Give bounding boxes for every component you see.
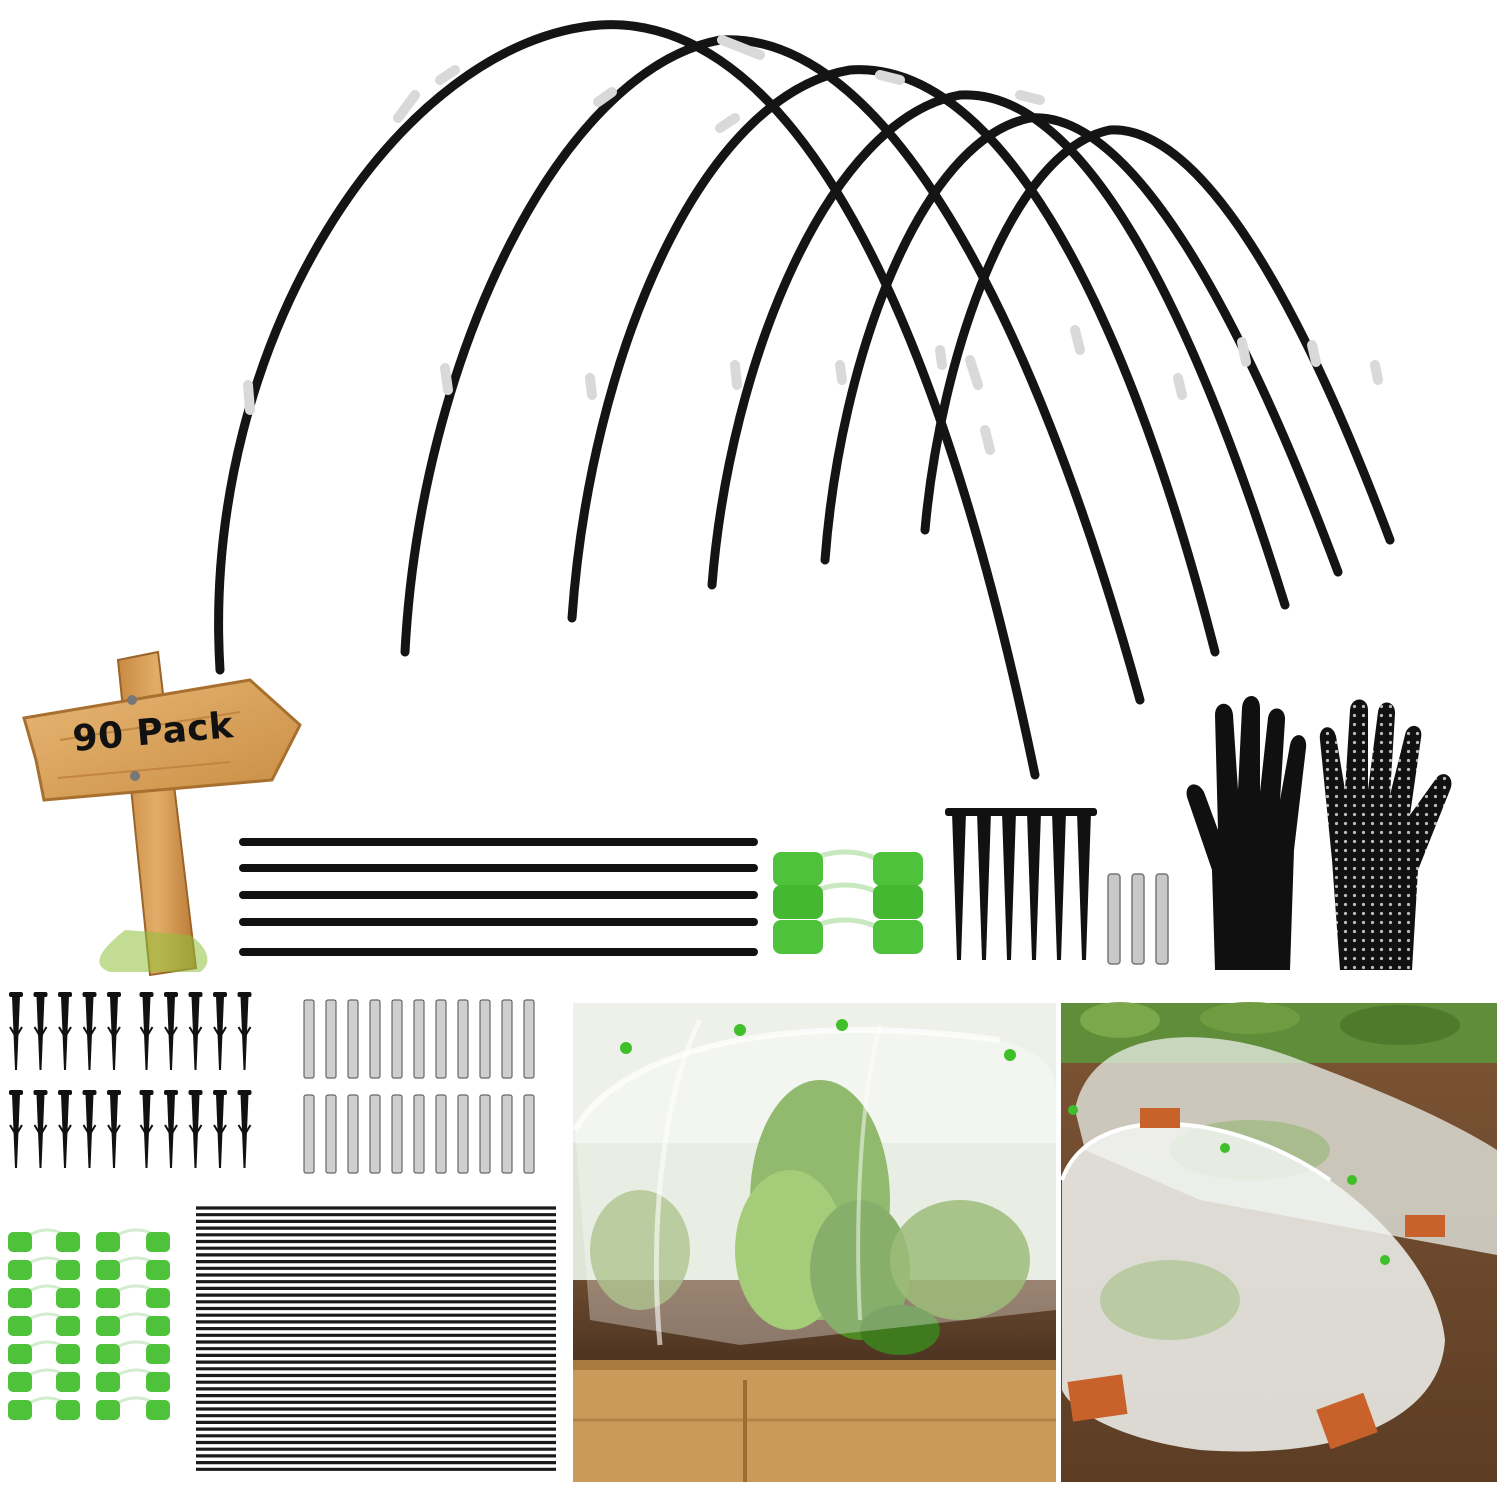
connector-tube <box>479 1094 491 1174</box>
green-clip-pair <box>96 1256 170 1280</box>
green-clip-pair <box>96 1396 170 1420</box>
green-clip-pair <box>96 1312 170 1336</box>
connector-tube <box>457 1094 469 1174</box>
green-clip-pair <box>8 1284 80 1308</box>
photo-garden-row-tunnels <box>1060 1002 1497 1482</box>
small-stake <box>33 1090 48 1168</box>
connector-tube <box>347 999 359 1079</box>
green-clip-pair <box>96 1228 170 1252</box>
small-stake <box>9 1090 23 1168</box>
connector-tube <box>303 999 315 1079</box>
small-stake <box>58 1090 72 1168</box>
connector-tube <box>325 1094 337 1174</box>
small-stake <box>237 1090 252 1168</box>
green-clip-pair <box>8 1396 80 1420</box>
glove-left <box>1186 696 1307 970</box>
ground-stakes <box>945 808 1097 960</box>
connector-tube <box>303 1094 315 1174</box>
small-stake <box>213 992 227 1070</box>
hoop-2 <box>400 35 1145 705</box>
connector-tube <box>413 1094 425 1174</box>
green-clips-grid <box>8 1228 170 1420</box>
connector-tube <box>457 999 469 1079</box>
hoop-6 <box>920 125 1395 545</box>
connector-tube <box>369 1094 381 1174</box>
green-clip-pair <box>96 1368 170 1392</box>
small-stake <box>188 1090 203 1168</box>
small-stake <box>58 992 72 1070</box>
small-stake <box>82 992 97 1070</box>
connector-tube <box>347 1094 359 1174</box>
small-stakes <box>9 992 252 1168</box>
small-stake <box>164 992 178 1070</box>
fiberglass-rods <box>239 838 758 956</box>
green-clip-pair <box>8 1228 80 1252</box>
connector-tube <box>523 1094 535 1174</box>
hoop-3 <box>567 65 1220 657</box>
small-stake <box>213 1090 227 1168</box>
small-stake <box>237 992 252 1070</box>
connector-tube <box>501 1094 513 1174</box>
hoop-4 <box>707 90 1290 610</box>
small-stake <box>82 1090 97 1168</box>
connector-tubes <box>1107 873 1169 965</box>
green-clip-pair <box>8 1368 80 1392</box>
rods-bundle <box>196 1206 556 1471</box>
small-stake <box>107 992 121 1070</box>
photo-raised-bed-greenhouse <box>572 1003 1056 1482</box>
connector-tube <box>391 1094 403 1174</box>
connector-tube <box>391 999 403 1079</box>
connector-tube <box>413 999 425 1079</box>
connector-tube <box>435 999 447 1079</box>
small-stake <box>139 992 154 1070</box>
connector-tube <box>369 999 381 1079</box>
green-clip-pair <box>8 1340 80 1364</box>
wooden-sign <box>22 650 302 977</box>
connector-tube <box>479 999 491 1079</box>
connector-tube <box>325 999 337 1079</box>
hoop-connectors <box>243 35 1383 455</box>
small-stake <box>107 1090 121 1168</box>
connector-tube <box>523 999 535 1079</box>
garden-hoops <box>214 20 1395 780</box>
small-stake <box>9 992 23 1070</box>
connector-tube <box>435 1094 447 1174</box>
green-clip-pair <box>8 1256 80 1280</box>
connector-tube <box>501 999 513 1079</box>
green-clip-pair <box>8 1312 80 1336</box>
small-stake <box>139 1090 154 1168</box>
green-clip-pair <box>96 1340 170 1364</box>
hoop-1 <box>214 20 1040 780</box>
small-stake <box>33 992 48 1070</box>
small-stake <box>188 992 203 1070</box>
small-stake <box>164 1090 178 1168</box>
gloves <box>1186 696 1452 970</box>
green-clip-pair <box>96 1284 170 1308</box>
connector-tubes-grid <box>303 999 535 1174</box>
green-clips <box>773 849 923 954</box>
